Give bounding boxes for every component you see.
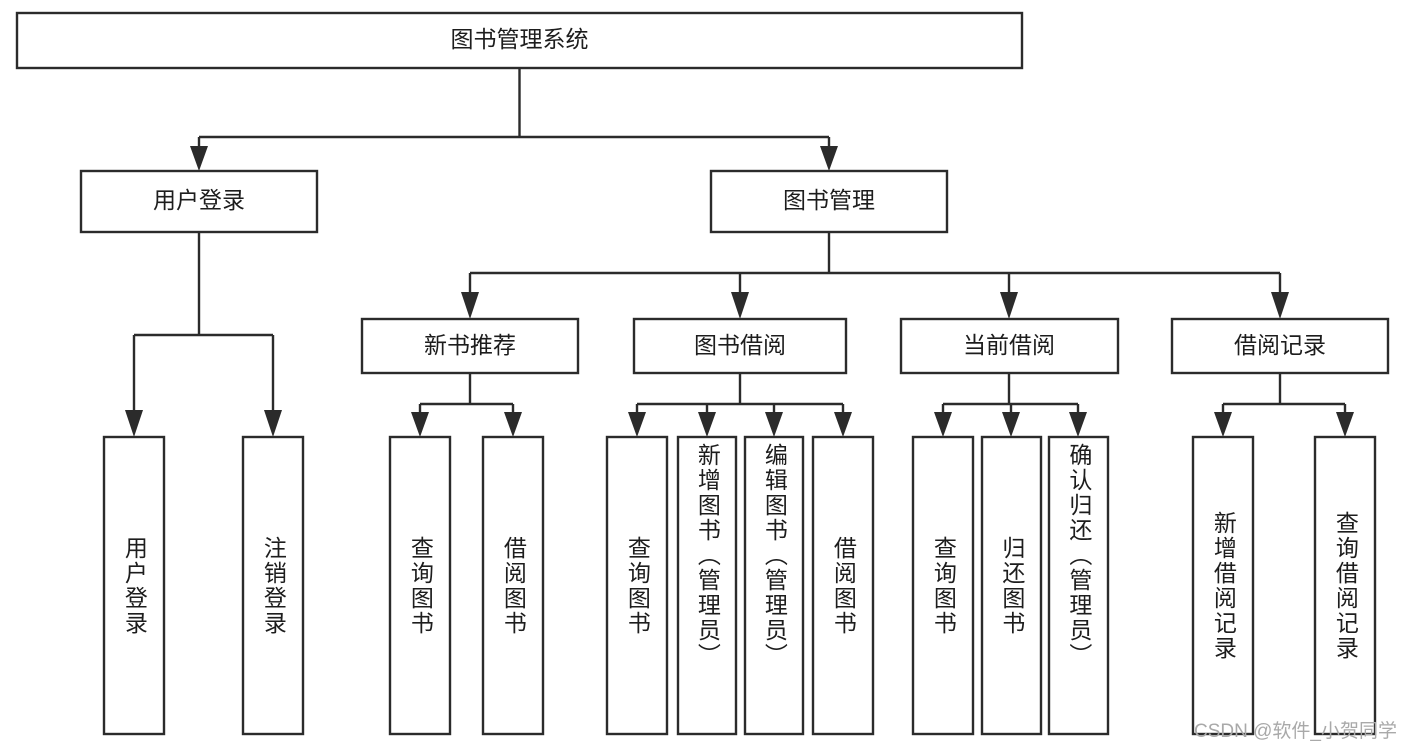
node-box-leaf-return-book[interactable] — [980, 435, 1043, 736]
node-label-root: 图书管理系统 — [451, 26, 589, 52]
node-box-leaf-query-book-1[interactable] — [388, 435, 452, 736]
arrow-head-current-borrow — [1000, 292, 1018, 319]
node-box-book-borrow[interactable] — [632, 317, 848, 375]
node-label-new-book-rec: 新书推荐 — [424, 332, 516, 358]
arrow-head-leaf-edit-book — [765, 412, 783, 437]
node-label-user-login: 用户登录 — [153, 187, 245, 213]
arrow-head-leaf-logout — [264, 410, 282, 437]
arrow-head-new-book-rec — [461, 292, 479, 319]
node-box-leaf-query-book-2[interactable] — [605, 435, 669, 736]
arrow-head-user-login — [190, 146, 208, 171]
node-box-leaf-borrow-book-2[interactable] — [811, 435, 875, 736]
node-box-leaf-add-record[interactable] — [1191, 435, 1255, 736]
node-box-current-borrow[interactable] — [899, 317, 1120, 375]
node-group: 图书管理系统 用户登录 图书管理 新书推荐 图书借阅 当前借阅 借阅记录 — [15, 11, 1390, 736]
arrow-head-leaf-user-login — [125, 410, 143, 437]
arrow-head-leaf-query-book-1 — [411, 412, 429, 437]
arrow-head-leaf-add-book — [698, 412, 716, 437]
arrow-head-borrow-record — [1271, 292, 1289, 319]
arrow-head-leaf-query-book-2 — [628, 412, 646, 437]
node-label-book-manage: 图书管理 — [783, 187, 875, 213]
arrow-head-leaf-borrow-book-2 — [834, 412, 852, 437]
connector-group — [125, 68, 1354, 437]
watermark-text: CSDN @软件_小贺同学 — [1194, 721, 1397, 742]
arrow-head-leaf-add-record — [1214, 412, 1232, 437]
node-box-leaf-query-record[interactable] — [1313, 435, 1377, 736]
node-box-leaf-edit-book[interactable] — [743, 435, 805, 736]
node-box-root[interactable] — [15, 11, 1024, 70]
node-box-leaf-add-book[interactable] — [676, 435, 738, 736]
arrow-head-leaf-borrow-book-1 — [504, 412, 522, 437]
node-box-book-manage[interactable] — [709, 169, 949, 234]
node-label-borrow-record: 借阅记录 — [1234, 332, 1326, 358]
node-box-leaf-logout[interactable] — [241, 435, 305, 736]
node-box-new-book-rec[interactable] — [360, 317, 580, 375]
arrow-head-book-borrow — [731, 292, 749, 319]
node-box-user-login[interactable] — [79, 169, 319, 234]
arrow-head-leaf-query-book-3 — [934, 412, 952, 437]
node-box-leaf-borrow-book-1[interactable] — [481, 435, 545, 736]
node-box-leaf-query-book-3[interactable] — [911, 435, 975, 736]
node-label-book-borrow: 图书借阅 — [694, 332, 786, 358]
arrow-head-leaf-query-record — [1336, 412, 1354, 437]
node-label-current-borrow: 当前借阅 — [963, 332, 1055, 358]
arrow-head-leaf-confirm-return — [1069, 412, 1087, 437]
node-box-leaf-user-login[interactable] — [102, 435, 166, 736]
node-box-borrow-record[interactable] — [1170, 317, 1390, 375]
arrow-head-leaf-return-book — [1002, 412, 1020, 437]
node-box-leaf-confirm-return[interactable] — [1047, 435, 1110, 736]
arrow-head-book-manage — [820, 146, 838, 171]
